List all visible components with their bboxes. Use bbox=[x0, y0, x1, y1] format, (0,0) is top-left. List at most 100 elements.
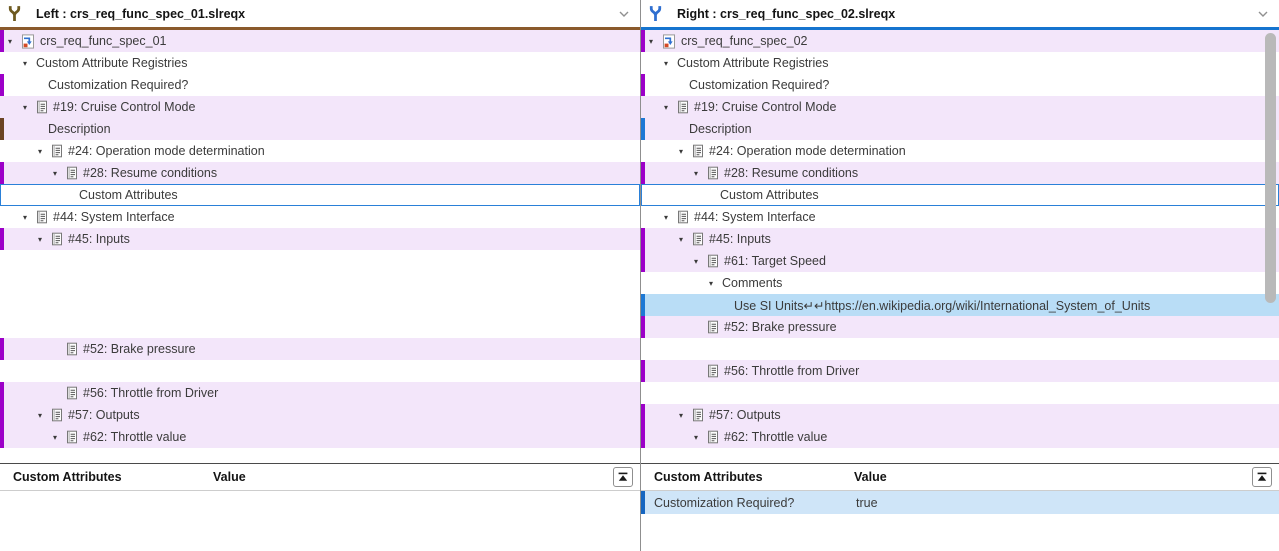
expander-triangle-icon[interactable]: ▾ bbox=[664, 212, 669, 222]
tree-row[interactable]: ▾ #24: Operation mode determination bbox=[641, 140, 1279, 162]
attr-column-header: Custom Attributes bbox=[654, 470, 763, 484]
tree-row[interactable]: #56: Throttle from Driver bbox=[0, 382, 640, 404]
diff-marker-modified bbox=[641, 30, 645, 52]
tree-row[interactable]: ▾#62: Throttle value bbox=[641, 426, 1279, 448]
row-label: #62: Throttle value bbox=[83, 430, 187, 444]
expander-triangle-icon[interactable]: ▾ bbox=[53, 432, 58, 442]
tree-row[interactable]: Customization Required? bbox=[641, 74, 1279, 96]
expander-triangle-icon[interactable]: ▾ bbox=[664, 58, 669, 68]
diff-marker-left-only bbox=[0, 118, 4, 140]
diff-marker-modified bbox=[641, 228, 645, 250]
row-label: #44: System Interface bbox=[53, 210, 175, 224]
row-label: Custom Attribute Registries bbox=[36, 56, 188, 70]
expander-triangle-icon[interactable]: ▾ bbox=[679, 234, 684, 244]
row-label: #24: Operation mode determination bbox=[68, 144, 265, 158]
expander-triangle-icon[interactable]: ▾ bbox=[709, 278, 714, 288]
row-label: Description bbox=[48, 122, 111, 136]
requirement-doc-icon bbox=[707, 166, 719, 180]
expander-triangle-icon[interactable]: ▾ bbox=[53, 168, 58, 178]
diff-marker-modified bbox=[0, 338, 4, 360]
expander-triangle-icon[interactable]: ▾ bbox=[694, 432, 699, 442]
tree-row[interactable]: ▾ #44: System Interface bbox=[0, 206, 640, 228]
tree-row[interactable]: Description bbox=[641, 118, 1279, 140]
expander-triangle-icon[interactable]: ▾ bbox=[23, 58, 28, 68]
requirement-doc-icon bbox=[36, 210, 48, 224]
expander-triangle-icon[interactable]: ▾ bbox=[694, 256, 699, 266]
reqset-file-icon bbox=[21, 33, 35, 49]
tree-row[interactable]: ▾ #28: Resume conditions bbox=[641, 162, 1279, 184]
left-branch-icon bbox=[8, 6, 21, 21]
tree-row[interactable]: ▾#57: Outputs bbox=[641, 404, 1279, 426]
tree-row[interactable]: ▾ #57: Outputs bbox=[0, 404, 640, 426]
left-attr-panel: Custom Attributes Value bbox=[0, 463, 640, 551]
chevron-down-icon[interactable] bbox=[618, 10, 630, 18]
diff-marker-modified bbox=[0, 404, 4, 426]
requirement-doc-icon bbox=[51, 144, 63, 158]
row-label: #24: Operation mode determination bbox=[709, 144, 906, 158]
left-file-title: Left : crs_req_func_spec_01.slreqx bbox=[36, 6, 246, 21]
chevron-down-icon[interactable] bbox=[1257, 10, 1269, 18]
row-label: Comments bbox=[722, 276, 783, 290]
attribute-row[interactable]: Customization Required?true bbox=[641, 491, 1279, 514]
tree-row[interactable]: Custom Attributes bbox=[0, 184, 640, 206]
left-attr-header: Custom Attributes Value bbox=[0, 464, 640, 491]
value-column-header: Value bbox=[213, 470, 246, 484]
expander-triangle-icon[interactable]: ▾ bbox=[694, 168, 699, 178]
tree-row[interactable]: ▾crs_req_func_spec_02 bbox=[641, 30, 1279, 52]
diff-marker-modified bbox=[641, 250, 645, 272]
right-accent-line bbox=[641, 27, 1279, 30]
tree-row[interactable]: ▾#45: Inputs bbox=[641, 228, 1279, 250]
tree-row[interactable]: ▾#19: Cruise Control Mode bbox=[0, 96, 640, 118]
tree-row[interactable]: ▾ Custom Attribute Registries bbox=[0, 52, 640, 74]
tree-row[interactable]: #56: Throttle from Driver bbox=[641, 360, 1279, 382]
tree-row[interactable]: ▾#45: Inputs bbox=[0, 228, 640, 250]
right-branch-icon bbox=[649, 6, 662, 21]
tree-row[interactable]: #52: Brake pressure bbox=[641, 316, 1279, 338]
expander-triangle-icon[interactable]: ▾ bbox=[23, 212, 28, 222]
expander-triangle-icon[interactable]: ▾ bbox=[649, 36, 654, 46]
scrollbar-thumb[interactable] bbox=[1265, 33, 1276, 303]
tree-row[interactable]: ▾#44: System Interface bbox=[641, 206, 1279, 228]
reqset-file-icon bbox=[662, 33, 676, 49]
expander-triangle-icon[interactable]: ▾ bbox=[664, 102, 669, 112]
left-accent-line bbox=[0, 27, 640, 30]
requirement-doc-icon bbox=[51, 232, 63, 246]
tree-row[interactable]: Customization Required? bbox=[0, 74, 640, 96]
tree-row[interactable]: Description bbox=[0, 118, 640, 140]
tree-row[interactable]: ▾crs_req_func_spec_01 bbox=[0, 30, 640, 52]
value-column-header: Value bbox=[854, 470, 887, 484]
collapse-panel-button[interactable] bbox=[613, 467, 633, 487]
row-label: Custom Attribute Registries bbox=[677, 56, 829, 70]
right-tree: ▾crs_req_func_spec_02▾Custom Attribute R… bbox=[641, 30, 1279, 463]
tree-row[interactable]: Use SI Units↵↵https://en.wikipedia.org/w… bbox=[641, 294, 1279, 316]
panel-divider[interactable] bbox=[640, 0, 641, 551]
tree-row[interactable]: ▾ Comments bbox=[641, 272, 1279, 294]
expander-triangle-icon[interactable]: ▾ bbox=[679, 146, 684, 156]
row-label: #28: Resume conditions bbox=[724, 166, 859, 180]
tree-row[interactable]: ▾ #61: Target Speed bbox=[641, 250, 1279, 272]
tree-row[interactable]: ▾ Custom Attribute Registries bbox=[641, 52, 1279, 74]
tree-row[interactable]: ▾ #62: Throttle value bbox=[0, 426, 640, 448]
tree-row[interactable]: ▾ #24: Operation mode determination bbox=[0, 140, 640, 162]
expander-spacer bbox=[53, 393, 66, 394]
tree-row[interactable]: #52: Brake pressure bbox=[0, 338, 640, 360]
row-label: #57: Outputs bbox=[68, 408, 140, 422]
expander-triangle-icon[interactable]: ▾ bbox=[8, 36, 13, 46]
expander-triangle-icon[interactable]: ▾ bbox=[38, 410, 43, 420]
expander-triangle-icon[interactable]: ▾ bbox=[38, 146, 43, 156]
expander-triangle-icon[interactable]: ▾ bbox=[38, 234, 43, 244]
tree-spacer-row bbox=[0, 272, 640, 294]
requirement-doc-icon bbox=[66, 342, 78, 356]
row-label: #61: Target Speed bbox=[724, 254, 826, 268]
collapse-up-icon bbox=[618, 472, 628, 481]
collapse-panel-button[interactable] bbox=[1252, 467, 1272, 487]
diff-marker-right-only bbox=[641, 118, 645, 140]
diff-marker-modified bbox=[0, 382, 4, 404]
expander-triangle-icon[interactable]: ▾ bbox=[679, 410, 684, 420]
tree-row[interactable]: ▾#28: Resume conditions bbox=[0, 162, 640, 184]
diff-marker-modified bbox=[0, 228, 4, 250]
tree-row[interactable]: ▾#19: Cruise Control Mode bbox=[641, 96, 1279, 118]
tree-row[interactable]: Custom Attributes bbox=[641, 184, 1279, 206]
expander-triangle-icon[interactable]: ▾ bbox=[23, 102, 28, 112]
